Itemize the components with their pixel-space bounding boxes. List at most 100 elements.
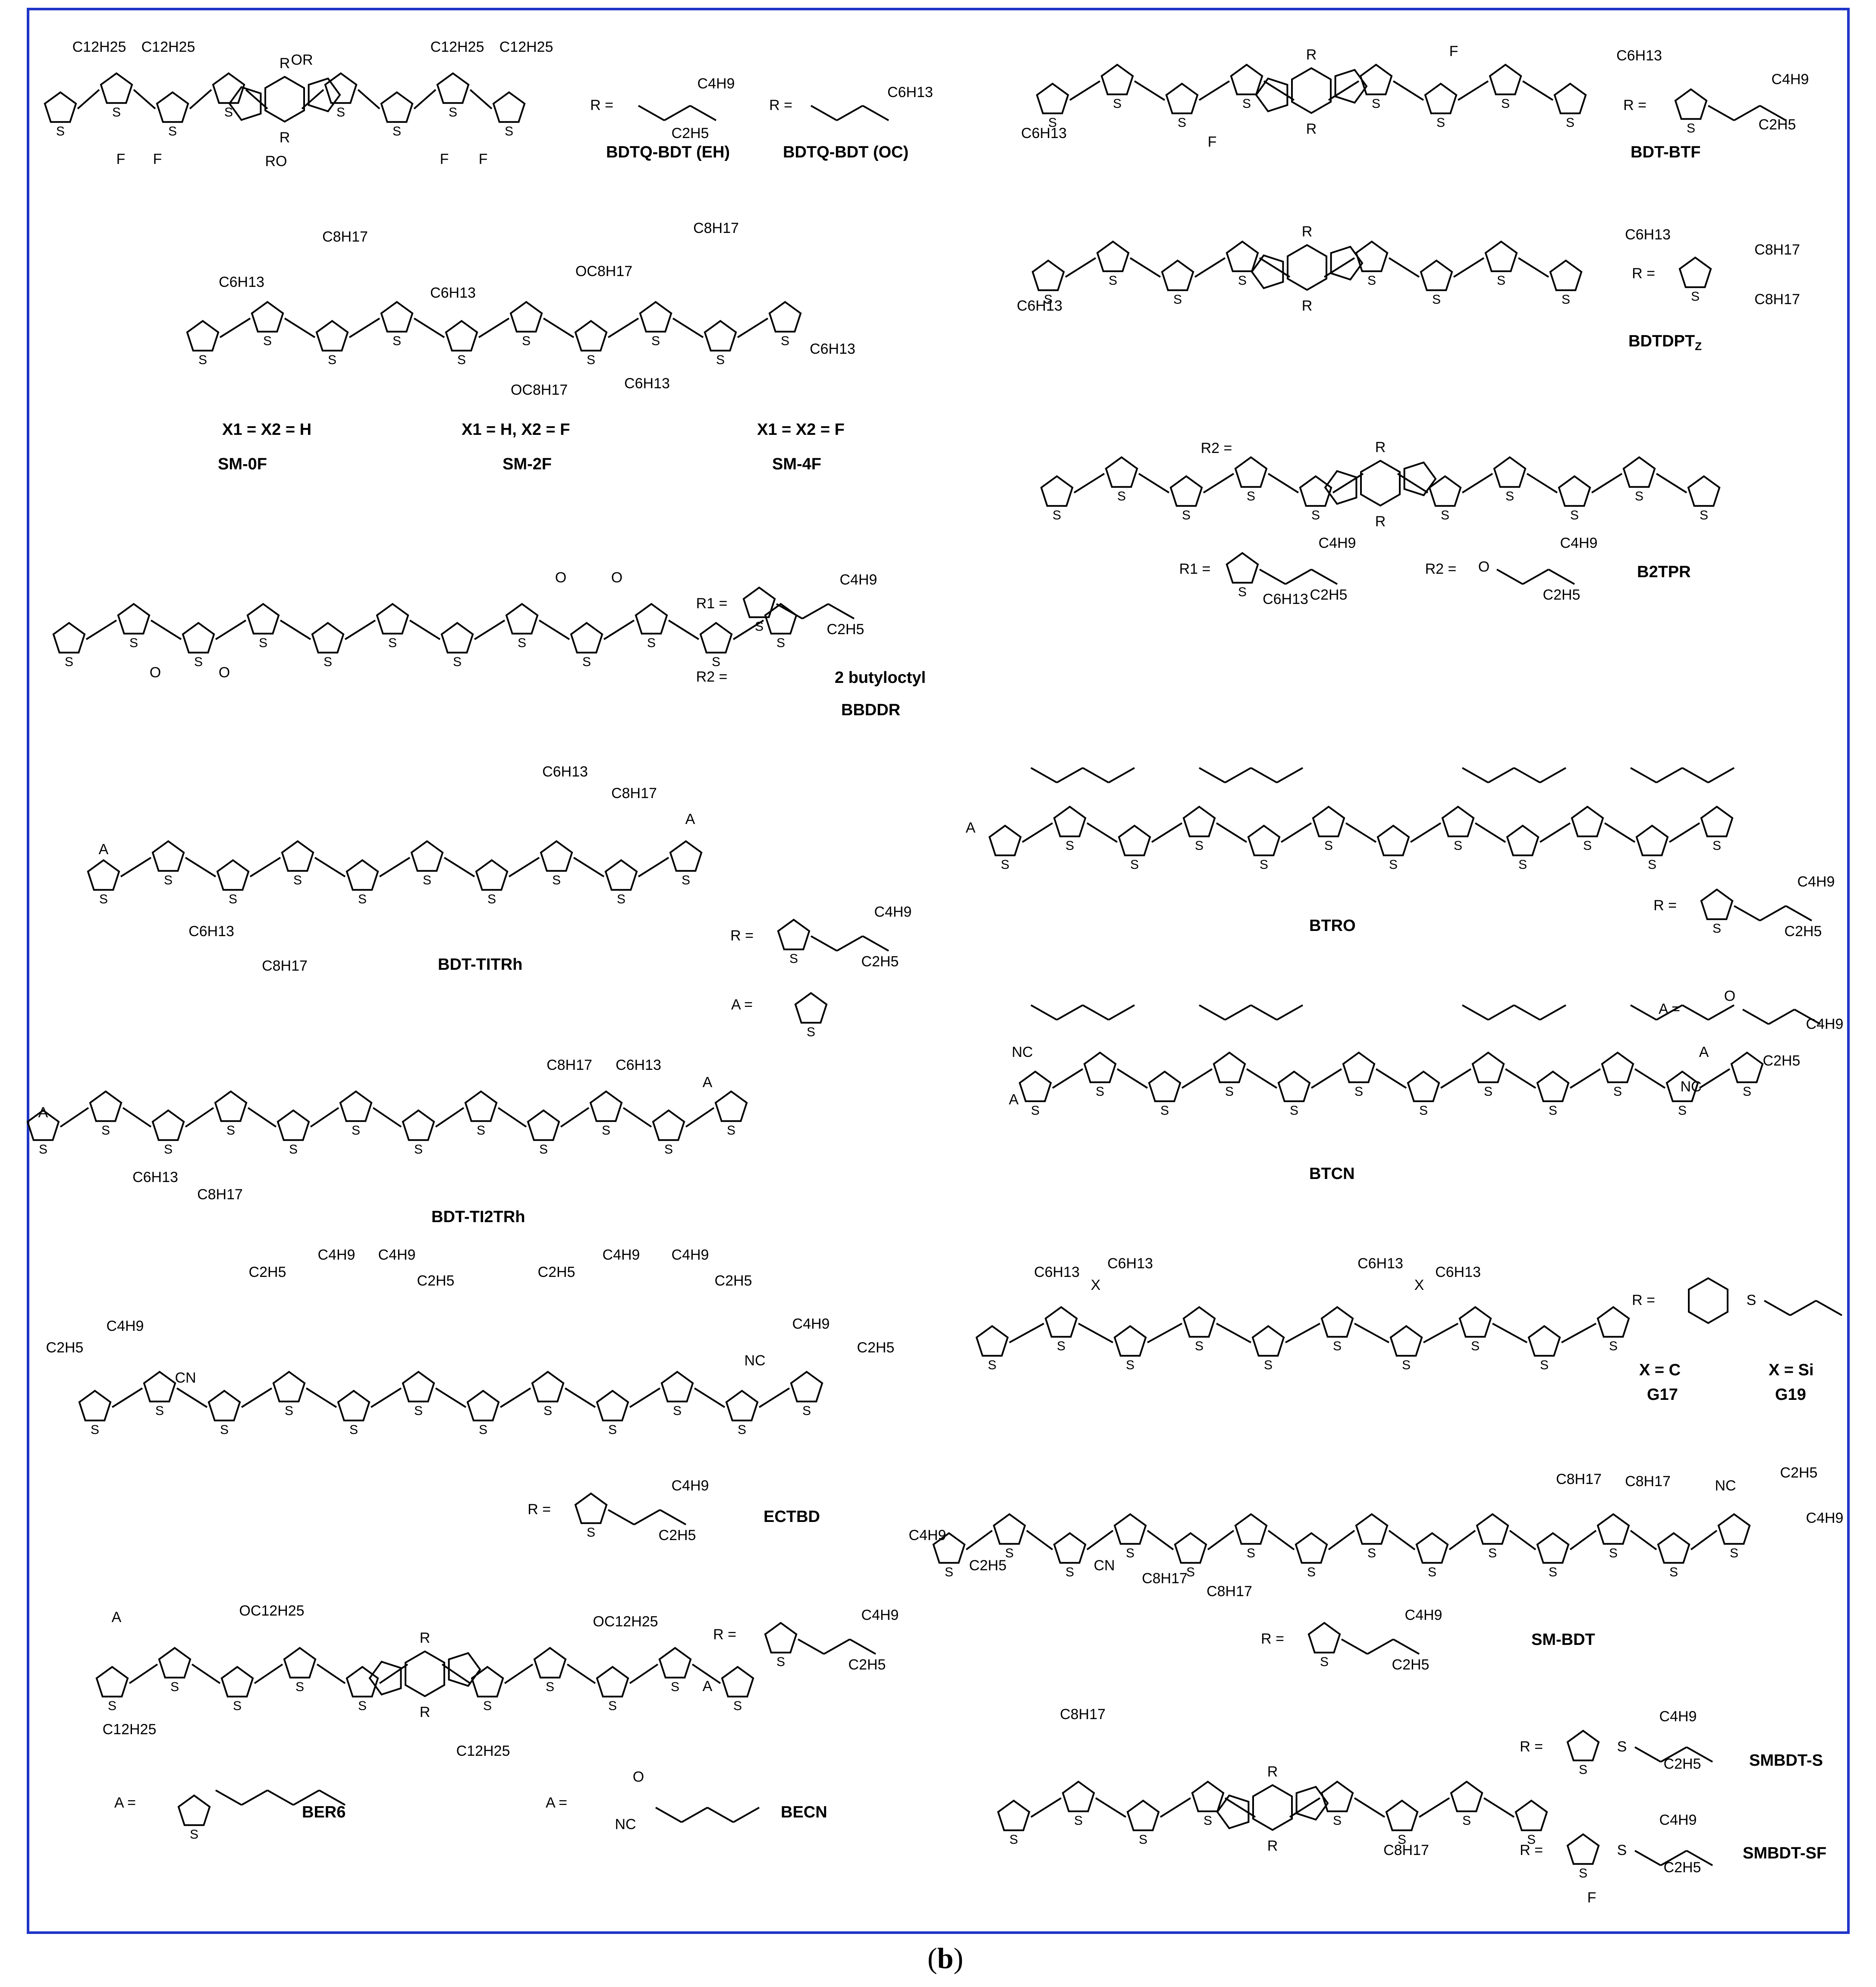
thiophene-ring — [214, 1090, 248, 1122]
backbone-bond — [1591, 473, 1623, 494]
label-ectbd: ECTBD — [764, 1508, 820, 1526]
alkyl-bond — [1276, 767, 1303, 783]
sulfur-atom: S — [1354, 1085, 1363, 1099]
backbone-bond — [573, 857, 605, 877]
alkyl-bond — [1225, 767, 1251, 783]
sulfur-atom: S — [1713, 921, 1721, 936]
bdt-core-benzene — [1252, 1784, 1293, 1831]
cond-sm2f: X1 = H, X2 = F — [462, 421, 570, 439]
alkyl-label: C4H9 — [1772, 71, 1809, 88]
backbone-bond — [1280, 822, 1312, 843]
alkyl-bond — [655, 1807, 682, 1823]
alkyl-bond — [1634, 1850, 1661, 1866]
thiophene-ring — [997, 1799, 1031, 1831]
backbone-bond — [1509, 1530, 1537, 1550]
sulfur-atom: S — [479, 1423, 487, 1437]
sulfur-atom: S — [457, 353, 466, 367]
backbone-bond — [1203, 473, 1235, 494]
alkyl-bond — [664, 105, 691, 121]
acceptor-a: A — [703, 1678, 713, 1695]
alkyl-bond — [1708, 1004, 1735, 1021]
sulfur-atom: S — [477, 1123, 485, 1138]
thiophene-ring — [1730, 1051, 1764, 1083]
thiophene-ring — [1407, 1070, 1440, 1102]
backbone-bond — [1569, 1530, 1597, 1550]
oxygen-atom: O — [150, 664, 161, 681]
sulfur-atom: S — [1398, 1833, 1406, 1847]
backbone-bond — [1440, 1068, 1472, 1089]
thiophene-ring — [1213, 1051, 1246, 1083]
r-definition: R2 = — [1201, 440, 1232, 456]
thiophene-ring — [790, 1371, 823, 1402]
label-sm2f: SM-2F — [503, 455, 552, 473]
sulfur-atom: S — [1109, 274, 1117, 288]
sulfur-atom: S — [617, 892, 625, 906]
alkyl-label: C6H13 — [887, 84, 933, 101]
backbone-bond — [474, 619, 506, 640]
thiophene-ring — [440, 622, 474, 654]
alkyl-bond — [836, 935, 863, 952]
backbone-bond — [1224, 1797, 1256, 1818]
alkyl-bond — [1708, 767, 1735, 783]
alkyl-bond — [1311, 569, 1338, 585]
backbone-bond — [1065, 257, 1097, 278]
backbone-bond — [435, 1387, 467, 1408]
thiophene-ring — [1182, 805, 1216, 837]
alkyl-label: C12H25 — [72, 39, 126, 55]
thiophene-ring — [658, 1647, 692, 1679]
alkyl-bond — [1462, 1004, 1489, 1021]
cond-sm0f: X1 = X2 = H — [222, 421, 312, 439]
backbone-bond — [1354, 1797, 1386, 1818]
sulfur-atom: S — [1687, 121, 1695, 135]
thiophene-ring — [1126, 1799, 1160, 1831]
alkyl-label: C4H9 — [1806, 1510, 1844, 1526]
backbone-bond — [1147, 1323, 1182, 1343]
alkyl-bond — [1285, 569, 1312, 585]
alkyl-label: C8H17 — [322, 229, 368, 245]
sulfur-atom: S — [1324, 839, 1333, 853]
r-substituent: R — [1375, 513, 1386, 530]
backbone-bond — [413, 89, 437, 110]
sulfur-atom: S — [39, 1142, 47, 1157]
thiophene-ring — [100, 72, 133, 104]
thiophene-ring — [216, 859, 250, 891]
fluorine-atom: F — [1449, 43, 1458, 60]
label-smbdt-s: SMBDT-S — [1749, 1751, 1823, 1770]
r-definition: R = — [1520, 1739, 1543, 1755]
sulfur-atom: S — [1609, 1546, 1618, 1560]
thiophene-ring — [975, 1325, 1009, 1357]
alkyl-bond — [776, 603, 803, 619]
fluorine-atom: F — [440, 151, 449, 167]
backbone-bond — [629, 1387, 661, 1408]
thiophene-ring — [1312, 805, 1345, 837]
r-definition: R1 = — [696, 595, 728, 612]
backbone-bond — [60, 1107, 89, 1128]
sulfur-atom: S — [664, 1142, 673, 1157]
backbone-bond — [1147, 1530, 1174, 1550]
backbone-bond — [1259, 257, 1291, 278]
sulfur-atom: S — [1669, 1565, 1678, 1579]
backbone-bond — [372, 1107, 402, 1128]
alkyl-bond — [1522, 569, 1549, 585]
a-definition: A = — [114, 1795, 136, 1811]
sulfur-atom: S — [1497, 274, 1505, 288]
sulfur-atom: S — [1048, 116, 1057, 130]
sulfur-atom: S — [65, 655, 73, 669]
alkyl-label: C4H9 — [603, 1247, 640, 1263]
backbone-bond — [443, 857, 475, 877]
sulfur-atom: S — [1713, 839, 1721, 853]
r-definition: R = — [1623, 97, 1647, 113]
sulfur-atom: S — [1527, 1833, 1536, 1847]
r-definition: R = — [769, 97, 792, 113]
sulfur-atom: S — [170, 1680, 179, 1694]
r-substituent: R — [420, 1704, 431, 1720]
thiophene-ring — [26, 1109, 60, 1141]
backbone-bond — [1151, 822, 1183, 843]
sulfur-atom: S — [1635, 489, 1643, 503]
bdt-core-thiophene — [448, 1652, 481, 1687]
thiophene-ring — [346, 1666, 379, 1698]
alkyl-label: C2H5 — [1759, 116, 1796, 133]
thiophene-ring — [725, 1390, 759, 1421]
alkyl-label: C4H9 — [1405, 1607, 1442, 1623]
thiophene-ring — [220, 1666, 254, 1698]
